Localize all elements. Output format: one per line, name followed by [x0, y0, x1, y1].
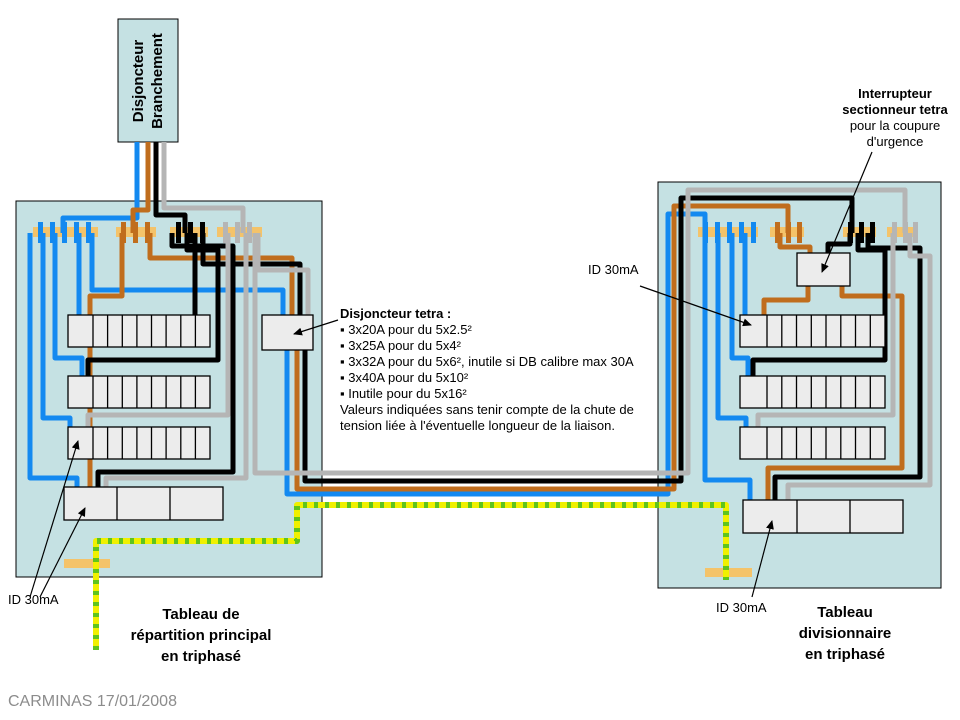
db-line-2: Branchement — [149, 32, 167, 129]
right-row-3 — [739, 426, 886, 460]
disjoncteur-branchement-box — [117, 18, 179, 143]
busbar-ticks-blue — [38, 222, 756, 243]
right-panel-title: Tableau divisionnaire en triphasé — [745, 602, 945, 665]
arrow-interrupteur — [821, 151, 873, 273]
disjoncteur-tetra-box — [261, 314, 314, 351]
left-row-3 — [67, 426, 211, 460]
note-bullet-3: ▪ 3x32A pour du 5x6², inutile si DB cali… — [340, 354, 634, 369]
orange-wires — [87, 142, 905, 503]
db-line-1: Disjoncteur — [130, 39, 148, 122]
right-row-1 — [739, 314, 886, 348]
busbar-ticks-black — [176, 222, 875, 243]
footer-credit: CARMINAS 17/01/2008 — [8, 693, 177, 710]
right-title-line-3: en triphasé — [804, 646, 886, 663]
earth-wire — [93, 502, 729, 650]
annotation-arrows — [29, 151, 873, 598]
gray-wires — [85, 142, 933, 503]
right-title-line-2: divisionnaire — [798, 625, 892, 642]
busbar-ticks-gray — [223, 222, 918, 243]
busbar-ticks-orange — [121, 222, 802, 243]
left-title-line-2: répartition principal — [130, 627, 272, 644]
arrow-id30-right-bottom — [751, 520, 774, 598]
note-title: Disjoncteur tetra : — [340, 306, 452, 321]
arrow-id30-right-top — [639, 285, 752, 327]
interrupteur-line-3: pour la coupure — [849, 118, 941, 133]
left-earth-bar — [64, 559, 110, 568]
note-extra-1: Valeurs indiquées sans tenir compte de l… — [340, 402, 634, 417]
id30-label-left-bottom: ID 30mA — [8, 592, 59, 607]
disjoncteur-branchement-label: Disjoncteur Branchement — [118, 19, 178, 142]
left-title-line-3: en triphasé — [160, 648, 242, 665]
arrow-id30-left-a — [29, 440, 80, 598]
right-row-2 — [739, 375, 886, 409]
right-id-row — [742, 499, 904, 534]
disjoncteur-tetra-note: Disjoncteur tetra : ▪ 3x20A pour du 5x2.… — [340, 306, 634, 434]
id30-label-right-bottom: ID 30mA — [716, 600, 767, 615]
left-panel-title: Tableau de répartition principal en trip… — [101, 604, 301, 667]
right-title-line-1: Tableau — [817, 604, 873, 621]
interrupteur-line-1: Interrupteur — [858, 86, 932, 101]
interrupteur-line-2: sectionneur tetra — [842, 102, 948, 117]
left-id-row — [63, 486, 224, 521]
arrow-id30-left-b — [39, 507, 86, 598]
interrupteur-line-4: d'urgence — [866, 134, 924, 149]
left-row-1 — [67, 314, 211, 348]
arrow-disjoncteur-tetra — [293, 319, 339, 336]
left-title-line-1: Tableau de — [162, 606, 240, 623]
left-row-2 — [67, 375, 211, 409]
note-bullet-1: ▪ 3x20A pour du 5x2.5² — [340, 322, 472, 337]
id30-label-right-top: ID 30mA — [588, 262, 639, 277]
blue-wires — [27, 142, 753, 503]
interrupteur-note: Interrupteur sectionneur tetra pour la c… — [815, 86, 960, 150]
note-bullet-5: ▪ Inutile pour du 5x16² — [340, 386, 467, 401]
black-wires — [85, 142, 923, 503]
note-extra-2: tension liée à l'éventuelle longueur de … — [340, 418, 615, 433]
note-bullet-2: ▪ 3x25A pour du 5x4² — [340, 338, 461, 353]
note-bullet-4: ▪ 3x40A pour du 5x10² — [340, 370, 469, 385]
